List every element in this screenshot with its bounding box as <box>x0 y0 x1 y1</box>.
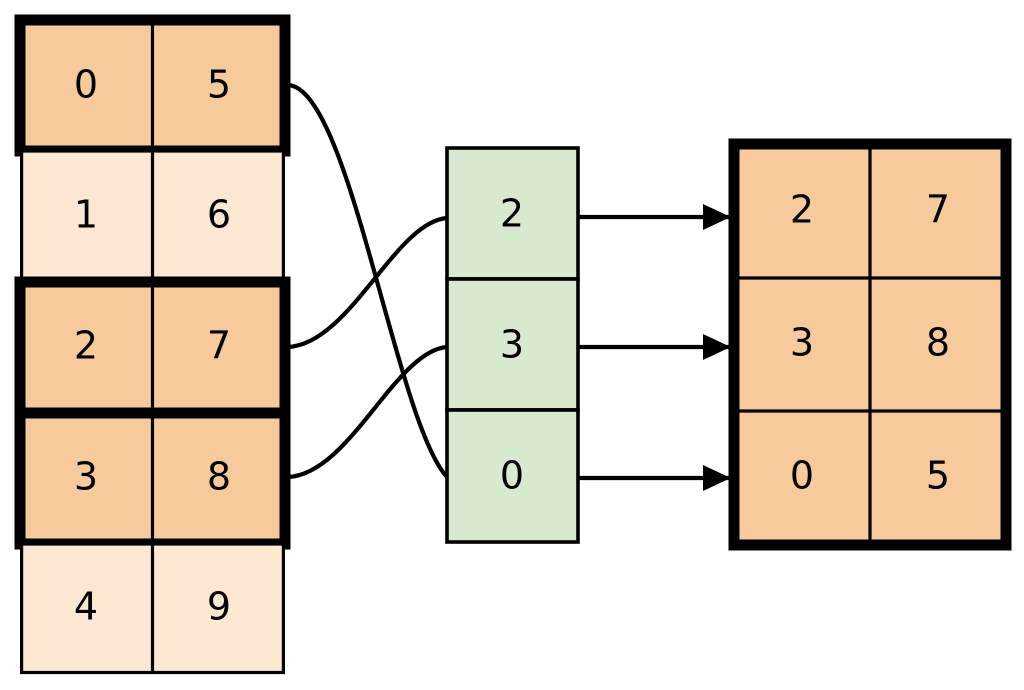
source-cell-4-1: 9 <box>207 585 231 629</box>
result-cell-2-0: 0 <box>790 454 814 498</box>
source-cell-3-0: 3 <box>74 455 98 499</box>
index-vector: 2 3 0 <box>445 146 580 544</box>
link-curve-row2-to-index0 <box>287 215 448 350</box>
source-cell-4-0: 4 <box>74 585 98 629</box>
gather-connectors <box>287 82 449 480</box>
index-cell-1[interactable] <box>445 277 580 412</box>
result-matrix-border <box>728 138 1012 551</box>
result-cell-0-0: 2 <box>790 188 814 232</box>
source-cell-0-1: 5 <box>207 63 231 107</box>
result-row-0[interactable]: 2 7 <box>790 188 950 232</box>
result-cell-0-1: 7 <box>926 188 950 232</box>
source-cell-2-0: 2 <box>74 324 98 368</box>
index-cell-2-label: 0 <box>500 454 524 498</box>
index-cell-1-label: 3 <box>500 323 524 367</box>
index-cell-2[interactable] <box>445 408 580 544</box>
result-row-2[interactable]: 0 5 <box>790 454 950 498</box>
source-cell-1-1: 6 <box>207 193 231 237</box>
index-cell-0-label: 2 <box>500 192 524 236</box>
source-row-0[interactable]: 0 5 <box>14 14 291 157</box>
result-matrix: 2 7 3 8 0 5 <box>728 138 1012 551</box>
source-row-1[interactable]: 1 6 <box>20 149 285 284</box>
result-row-1[interactable]: 3 8 <box>790 321 950 365</box>
source-cell-0-0: 0 <box>74 63 98 107</box>
source-row-3[interactable]: 3 8 <box>20 413 285 544</box>
source-row-4[interactable]: 4 9 <box>20 542 285 675</box>
source-cell-3-1: 8 <box>207 455 231 499</box>
source-cell-2-1: 7 <box>207 324 231 368</box>
source-cell-1-0: 1 <box>74 193 98 237</box>
link-curve-row3-to-index1 <box>287 344 448 480</box>
source-row-4-border <box>20 542 285 675</box>
source-matrix: 0 5 1 6 2 7 3 8 <box>14 14 291 675</box>
result-cell-1-0: 3 <box>790 321 814 365</box>
result-arrows <box>579 203 731 492</box>
source-row-2[interactable]: 2 7 <box>20 282 285 413</box>
index-cell-0[interactable] <box>445 146 580 281</box>
result-cell-1-1: 8 <box>926 321 950 365</box>
result-cell-2-1: 5 <box>926 454 950 498</box>
link-curve-row0-to-index2 <box>287 82 449 479</box>
